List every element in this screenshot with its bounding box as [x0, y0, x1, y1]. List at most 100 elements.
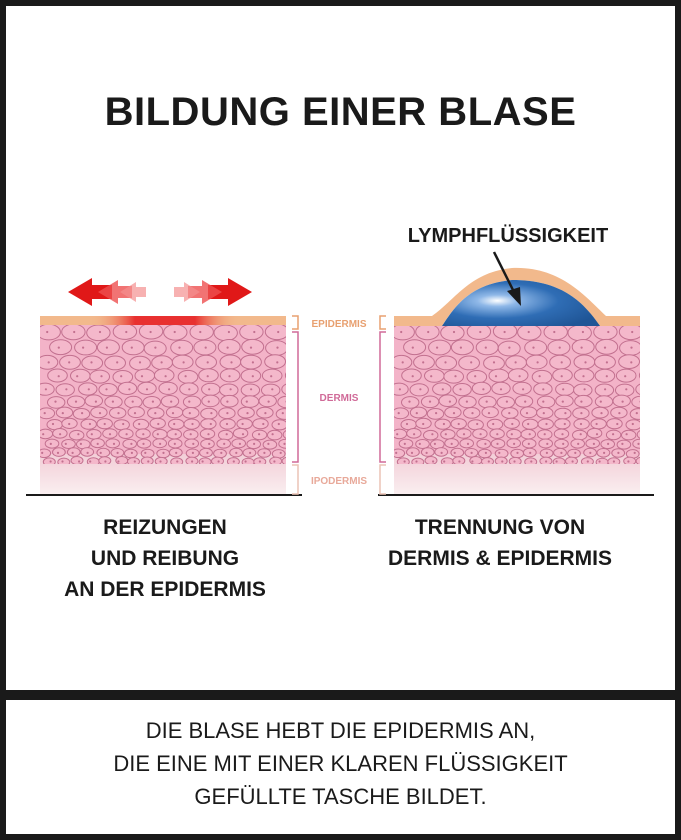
cell-nucleus — [112, 442, 116, 445]
skin-cell — [70, 456, 84, 464]
cell-nucleus — [229, 388, 232, 391]
skin-cell — [519, 406, 538, 419]
cell-nucleus — [178, 346, 181, 349]
cell-nucleus — [599, 400, 602, 403]
cell-nucleus — [459, 388, 462, 391]
cell-nucleus — [501, 460, 504, 463]
cell-nucleus — [529, 451, 532, 454]
cell-nucleus — [600, 412, 603, 415]
cell-nucleus — [453, 451, 456, 454]
cell-nucleus — [625, 388, 628, 391]
skin-cell — [252, 418, 269, 430]
cell-nucleus — [117, 412, 120, 415]
skin-cell — [55, 406, 74, 419]
skin-cell — [98, 383, 118, 397]
skin-cell — [594, 354, 616, 370]
cell-nucleus — [288, 433, 290, 435]
cell-nucleus — [226, 412, 229, 415]
cell-nucleus — [120, 375, 123, 378]
cell-nucleus — [230, 361, 233, 364]
skin-cell — [434, 418, 451, 430]
skin-cell — [415, 439, 430, 449]
cell-nucleus — [160, 361, 163, 364]
skin-cell — [394, 428, 408, 440]
cell-nucleus — [624, 375, 627, 378]
skin-cell — [411, 457, 425, 464]
skin-cell — [275, 408, 286, 420]
cell-nucleus — [545, 422, 548, 426]
skin-cell — [57, 457, 71, 464]
skin-cell — [638, 372, 640, 379]
skin-cell — [424, 456, 438, 464]
cell-nucleus — [133, 460, 136, 463]
cell-nucleus — [171, 412, 175, 415]
skin-cell — [152, 428, 168, 440]
cell-nucleus — [471, 460, 474, 463]
cell-nucleus — [168, 388, 171, 391]
cell-nucleus — [78, 460, 81, 463]
cell-nucleus — [571, 460, 574, 463]
cell-nucleus — [479, 433, 482, 436]
cell-nucleus — [444, 433, 447, 436]
cell-nucleus — [498, 451, 501, 454]
cell-nucleus — [122, 422, 125, 426]
skin-cell — [394, 407, 410, 420]
cell-nucleus — [470, 451, 473, 454]
skin-cell — [440, 324, 465, 342]
skin-cell — [543, 323, 568, 341]
skin-cell — [538, 438, 554, 449]
cell-nucleus — [430, 375, 433, 378]
cell-nucleus — [98, 330, 102, 334]
skin-cell — [469, 456, 483, 464]
cell-nucleus — [164, 375, 167, 378]
skin-cell — [477, 448, 492, 459]
skin-cell — [494, 456, 508, 464]
cell-nucleus — [524, 400, 527, 403]
cell-nucleus — [223, 442, 226, 445]
cell-nucleus — [561, 433, 564, 436]
cell-nucleus — [631, 330, 634, 334]
cell-nucleus — [627, 460, 630, 463]
cell-nucleus — [103, 422, 106, 426]
footer-text: DIE BLASE HEBT DIE EPIDERMIS AN, DIE EIN… — [20, 714, 661, 813]
cell-nucleus — [581, 330, 585, 334]
cell-nucleus — [54, 400, 57, 403]
cell-nucleus — [105, 388, 108, 391]
skin-cell — [631, 395, 640, 409]
cell-nucleus — [654, 347, 656, 349]
cell-nucleus — [553, 330, 556, 334]
cell-nucleus — [527, 442, 530, 445]
skin-cell — [132, 418, 150, 430]
skin-cell — [199, 447, 213, 458]
cell-nucleus — [518, 375, 521, 378]
skin-cell — [55, 383, 75, 397]
cell-nucleus — [635, 412, 638, 415]
dermis-label: DERMIS — [320, 393, 359, 404]
cell-nucleus — [630, 346, 633, 349]
skin-cell — [123, 448, 138, 459]
skin-cell — [401, 368, 422, 383]
skin-cell — [40, 448, 52, 459]
skin-cell — [443, 369, 465, 384]
skin-cell — [200, 407, 218, 420]
cell-nucleus — [77, 433, 80, 436]
friction-arrows — [68, 278, 252, 306]
skin-cell — [211, 456, 224, 464]
pointer-line — [492, 251, 516, 293]
cell-nucleus — [170, 400, 173, 403]
cell-nucleus — [422, 361, 425, 364]
skin-cell — [486, 418, 504, 430]
skin-cell — [621, 429, 637, 441]
cell-nucleus — [642, 433, 644, 435]
cell-nucleus — [68, 361, 71, 364]
cell-nucleus — [159, 460, 162, 463]
skin-cell — [531, 369, 553, 384]
cell-nucleus — [648, 423, 650, 425]
cell-nucleus — [157, 422, 160, 426]
cell-nucleus — [56, 451, 60, 454]
skin-cell — [278, 438, 286, 449]
cell-nucleus — [485, 400, 488, 403]
skin-cell — [394, 448, 406, 459]
cell-nucleus — [41, 451, 44, 454]
cell-nucleus — [61, 412, 64, 415]
